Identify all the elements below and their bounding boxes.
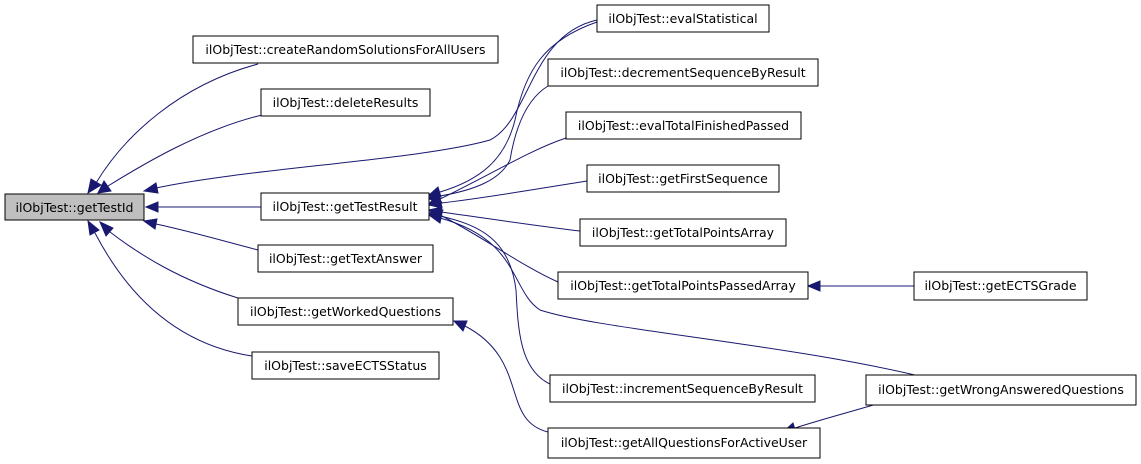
node-getECTSGrade[interactable]: ilObjTest::getECTSGrade [913,271,1088,301]
node-getFirstSequence[interactable]: ilObjTest::getFirstSequence [586,164,780,193]
edge-getFirstSequence-to-getTestResult [440,180,588,204]
node-label: ilObjTest::evalTotalFinishedPassed [578,118,789,133]
node-label: ilObjTest::evalStatistical [608,11,757,26]
node-getWrongAnsweredQuestions[interactable]: ilObjTest::getWrongAnsweredQuestions [865,374,1137,406]
node-label: ilObjTest::saveECTSStatus [264,358,427,373]
node-getTotalPointsArray[interactable]: ilObjTest::getTotalPointsArray [579,218,787,247]
node-incrementSequenceByResult[interactable]: ilObjTest::incrementSequenceByResult [549,374,816,403]
edge-getTotalPointsArray-to-getTestResult [440,211,581,232]
node-label: ilObjTest::getECTSGrade [924,278,1076,293]
node-label: ilObjTest::getWrongAnsweredQuestions [878,382,1124,397]
edge-decrementSequenceByResult-to-getTestResult [439,85,549,197]
edge-arrowhead [87,178,102,195]
edge-arrowhead [97,180,112,194]
edge-incrementSequenceByResult-to-getTestResult [439,215,551,385]
edge-deleteResults-to-getTestId [107,114,263,187]
edge-evalStatistical-to-getTestResult [439,21,598,193]
node-getTestId[interactable]: ilObjTest::getTestId [4,193,145,221]
node-deleteResults[interactable]: ilObjTest::deleteResults [260,88,431,117]
edge-evalStatistical-to-getTestId [155,19,598,189]
edge-getTextAnswer-to-getTestId [155,223,259,251]
node-label: ilObjTest::getTestResult [273,199,418,214]
edge-arrowhead [427,197,443,209]
node-getAllQuestionsForActiveUser[interactable]: ilObjTest::getAllQuestionsForActiveUser [547,427,821,459]
node-getTotalPointsPassedArray[interactable]: ilObjTest::getTotalPointsPassedArray [557,271,809,300]
node-label: ilObjTest::getFirstSequence [598,171,768,186]
node-createRandomSolutionsForAllUsers[interactable]: ilObjTest::createRandomSolutionsForAllUs… [192,35,499,64]
edge-getAllQuestionsForActiveUser-to-getWorkedQuestions [464,325,549,433]
edge-arrowhead [144,201,159,213]
edge-evalTotalFinishedPassed-to-getTestResult [439,137,567,200]
edge-arrowhead [142,218,158,230]
node-label: ilObjTest::incrementSequenceByResult [562,381,803,396]
node-evalStatistical[interactable]: ilObjTest::evalStatistical [596,4,770,33]
edge-arrowhead [427,212,443,224]
node-saveECTSStatus[interactable]: ilObjTest::saveECTSStatus [251,351,440,380]
node-group: ilObjTest::getTestId ilObjTest::createRa… [4,4,1137,459]
edge-arrowhead [142,182,159,194]
edge-arrowhead [87,219,100,236]
node-label: ilObjTest::getTotalPointsArray [592,225,775,240]
edge-group [87,19,936,434]
node-label: ilObjTest::createRandomSolutionsForAllUs… [205,42,485,57]
edge-getWrongAnsweredQuestions-to-getAllQuestionsForActiveUser [794,402,881,429]
node-getTestResult[interactable]: ilObjTest::getTestResult [260,192,430,221]
node-evalTotalFinishedPassed[interactable]: ilObjTest::evalTotalFinishedPassed [565,111,802,140]
node-label: ilObjTest::deleteResults [273,95,419,110]
edge-getWorkedQuestions-to-getTestId [109,231,239,299]
node-label: ilObjTest::getAllQuestionsForActiveUser [561,435,808,450]
node-getWorkedQuestions[interactable]: ilObjTest::getWorkedQuestions [237,297,454,326]
edge-createRandomSolutionsForAllUsers-to-getTestId [95,63,259,184]
node-label: ilObjTest::getTestId [16,200,134,215]
node-label: ilObjTest::getTextAnswer [269,251,423,266]
node-getTextAnswer[interactable]: ilObjTest::getTextAnswer [257,244,434,273]
edge-saveECTSStatus-to-getTestId [94,232,253,357]
node-label: ilObjTest::getTotalPointsPassedArray [570,278,796,293]
node-label: ilObjTest::getWorkedQuestions [250,304,441,319]
node-label: ilObjTest::decrementSequenceByResult [560,65,805,80]
edge-getWrongAnsweredQuestions-to-getTestResult [439,217,936,381]
node-decrementSequenceByResult[interactable]: ilObjTest::decrementSequenceByResult [547,58,819,87]
edge-arrowhead [452,320,468,332]
edge-arrowhead [806,280,821,292]
edge-getTotalPointsPassedArray-to-getTestResult [439,214,559,283]
edge-arrowhead [99,221,114,237]
